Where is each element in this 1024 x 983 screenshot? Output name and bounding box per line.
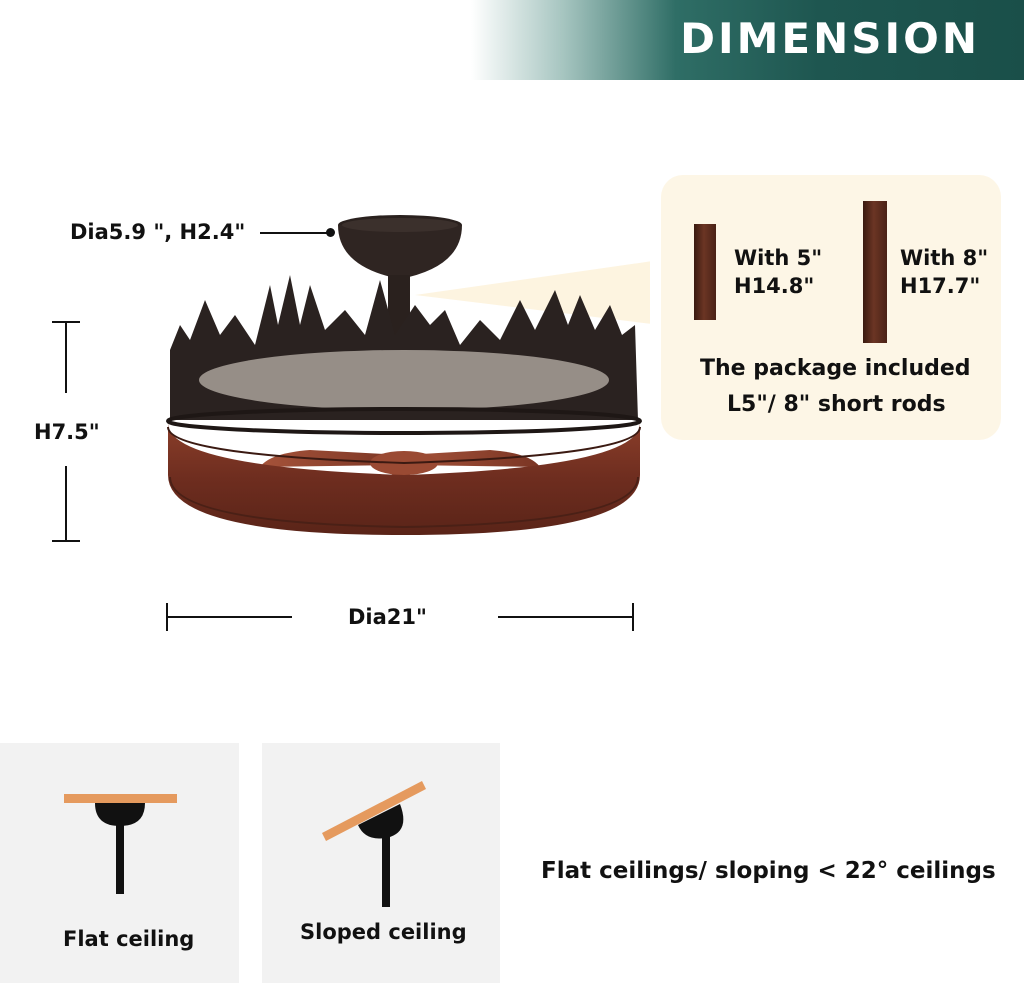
package-included-line1: The package included [700,356,971,381]
diameter-right-line [498,616,634,618]
downrod-info-box [661,175,1001,440]
height-dimension-label: H7.5" [34,420,100,444]
ceiling-compatibility-note: Flat ceilings/ sloping < 22° ceilings [541,858,996,884]
short-rod-line2: H14.8" [734,274,815,298]
diameter-left-line [166,616,292,618]
sloped-ceiling-panel [262,743,500,983]
canopy-dimension-label: Dia5.9 ", H2.4" [70,220,246,244]
height-bottom-line [65,466,67,541]
long-rod-image [863,201,887,343]
short-rod-image [694,224,716,320]
diameter-dimension-label: Dia21" [348,605,427,629]
flat-ceiling-label: Flat ceiling [63,927,195,951]
height-bottom-tick [52,540,80,542]
package-included-line2: L5"/ 8" short rods [727,392,946,417]
ceiling-fan-illustration [166,215,650,535]
sloped-ceiling-icon [322,781,426,907]
height-top-line [65,321,67,393]
short-rod-line1: With 5" [734,246,823,270]
long-rod-line2: H17.7" [900,274,981,298]
canopy-leader-dot [326,228,335,237]
page-title: DIMENSION [680,14,980,63]
sloped-ceiling-label: Sloped ceiling [300,920,467,944]
flat-ceiling-icon [64,794,177,894]
diameter-right-tick [632,603,634,631]
header-banner [0,0,1024,80]
long-rod-line1: With 8" [900,246,989,270]
canopy-leader-line [260,232,330,234]
